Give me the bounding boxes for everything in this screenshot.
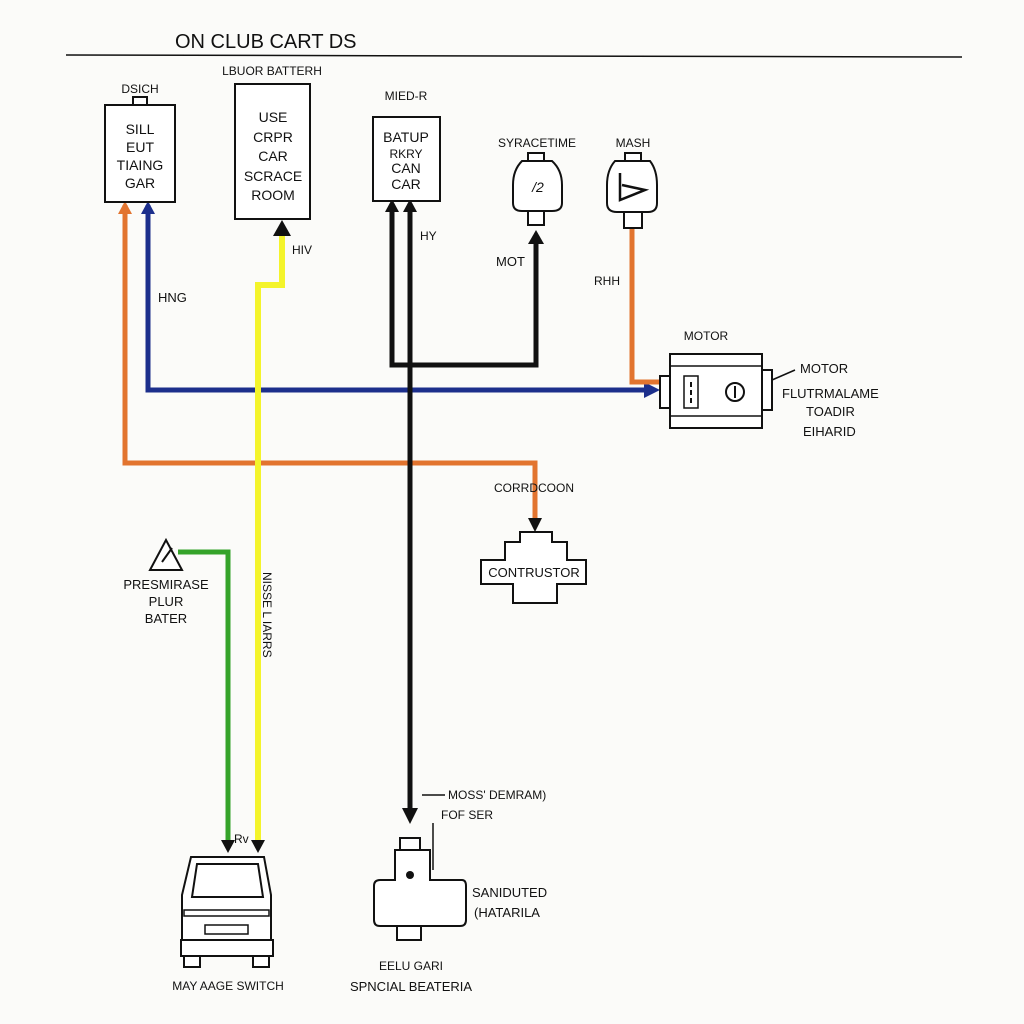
sanduted-base xyxy=(396,925,422,941)
syracetime-base xyxy=(527,210,545,226)
mayage-cart-grille xyxy=(204,924,249,935)
dsich-terminal xyxy=(132,96,148,106)
mash-top-label: MASH xyxy=(616,136,651,150)
lbuor-line-1: USE xyxy=(259,109,288,125)
mash-triangle-icon xyxy=(618,173,650,202)
sanduted-top-label-1: MOSS' DEMRAM) xyxy=(448,788,546,802)
mayage-cart-bumper xyxy=(183,909,270,917)
yellow-arrow-lbuor xyxy=(273,220,291,236)
dsich-box xyxy=(104,104,176,203)
lbuor-line-2: CRPR xyxy=(253,129,293,145)
mied-line-1: BATUP xyxy=(383,129,429,145)
sanduted-side-1: SANIDUTED xyxy=(472,885,547,900)
syracetime-glyph: /2 xyxy=(531,179,544,195)
diagram-title: ON CLUB CART DS xyxy=(175,31,357,53)
lbuor-line-5: ROOM xyxy=(251,187,295,203)
sanduted-top-label-2: FOF SER xyxy=(441,808,493,822)
mied-line-2: RKRY xyxy=(389,147,422,161)
dsich-line-4: GAR xyxy=(125,175,155,191)
lbuor-box xyxy=(234,83,311,220)
wire-label-hiv: HIV xyxy=(292,243,312,257)
sanduted-body xyxy=(373,849,467,927)
mied-top-label: MIED-R xyxy=(385,89,428,103)
blue-wire-dsich-motor xyxy=(145,205,650,393)
motor-side-label-2: FLUTRMALAME xyxy=(782,386,879,401)
sanduted-bottom-1: EELU GARI xyxy=(379,959,443,973)
wire-label-vertical: NISSE L IARRS xyxy=(260,572,274,658)
yellow-wire-lbuor-mayage xyxy=(255,235,285,845)
orange-wire-mash-motor xyxy=(629,228,660,385)
sanduted-bottom-2: SPNCIAL BEATERIA xyxy=(350,979,472,994)
green-wire-presmirase-mayage xyxy=(178,549,231,845)
presmirase-warning-mark xyxy=(161,547,173,563)
wire-label-hy: HY xyxy=(420,229,437,243)
syracetime-sensor-body xyxy=(512,160,563,212)
presmirase-line-1: PRESMIRASE xyxy=(123,577,209,592)
arrow-contrustor xyxy=(528,518,542,532)
lbuor-line-3: CAR xyxy=(258,148,288,164)
mash-terminal xyxy=(624,152,642,162)
lbuor-top-label: LBUOR BATTERH xyxy=(222,64,322,78)
wire-label-hng: HNG xyxy=(158,290,187,305)
syracetime-top-label: SYRACETIME xyxy=(498,136,576,150)
black-arrow-sanduted xyxy=(402,808,418,824)
sanduted-terminal xyxy=(399,837,421,851)
title-rule xyxy=(65,54,963,58)
sanduted-side-2: (HATARILA xyxy=(474,905,540,920)
black-arrow-syracetime xyxy=(528,230,544,244)
blue-arrow-dsich xyxy=(141,201,155,214)
yellow-arrow-mayage xyxy=(251,840,265,853)
black-wire-mied-syracetime xyxy=(389,205,539,368)
orange-arrow-dsich xyxy=(118,201,132,214)
mash-base xyxy=(623,211,643,229)
motor-leader-line xyxy=(771,369,796,381)
presmirase-line-3: BATER xyxy=(145,611,187,626)
mayage-label: MAY AAGE SWITCH xyxy=(172,979,284,993)
mayage-cart-window xyxy=(190,863,265,898)
motor-side-label-4: EIHARID xyxy=(803,424,856,439)
blue-arrow-motor xyxy=(644,382,660,398)
wire-label-mot: MOT xyxy=(496,254,525,269)
syracetime-terminal xyxy=(527,152,545,162)
mied-line-3: CAN xyxy=(391,160,421,176)
dsich-line-2: EUT xyxy=(126,139,154,155)
orange-wire-dsich-contrustor xyxy=(122,205,538,520)
motor-top-label: MOTOR xyxy=(684,329,729,343)
wire-label-rhh: RHH xyxy=(594,274,620,288)
mied-line-4: CAR xyxy=(391,176,421,192)
green-arrow-mayage xyxy=(221,840,235,853)
dsich-top-label: DSICH xyxy=(121,82,158,96)
dsich-line-3: TIAING xyxy=(117,157,164,173)
contrustor-body xyxy=(480,531,587,604)
mied-box xyxy=(372,116,441,202)
wire-label-rv: Rv xyxy=(234,832,249,846)
motor-right-cap xyxy=(761,369,773,411)
motor-side-label-1: MOTOR xyxy=(800,361,848,376)
contrustor-label: CONTRUSTOR xyxy=(488,565,579,580)
lbuor-line-4: SCRACE xyxy=(244,168,302,184)
presmirase-line-2: PLUR xyxy=(149,594,184,609)
contrustor-top-label: CORRDCOON xyxy=(494,481,574,495)
dsich-line-1: SILL xyxy=(126,121,155,137)
sanduted-indicator xyxy=(406,871,414,879)
black-arrow-mied-left xyxy=(385,199,399,212)
motor-side-label-3: TOADIR xyxy=(806,404,855,419)
motor-left-cap xyxy=(659,375,671,409)
black-arrow-mied-right xyxy=(403,199,417,212)
mayage-cart-chassis xyxy=(180,939,274,957)
